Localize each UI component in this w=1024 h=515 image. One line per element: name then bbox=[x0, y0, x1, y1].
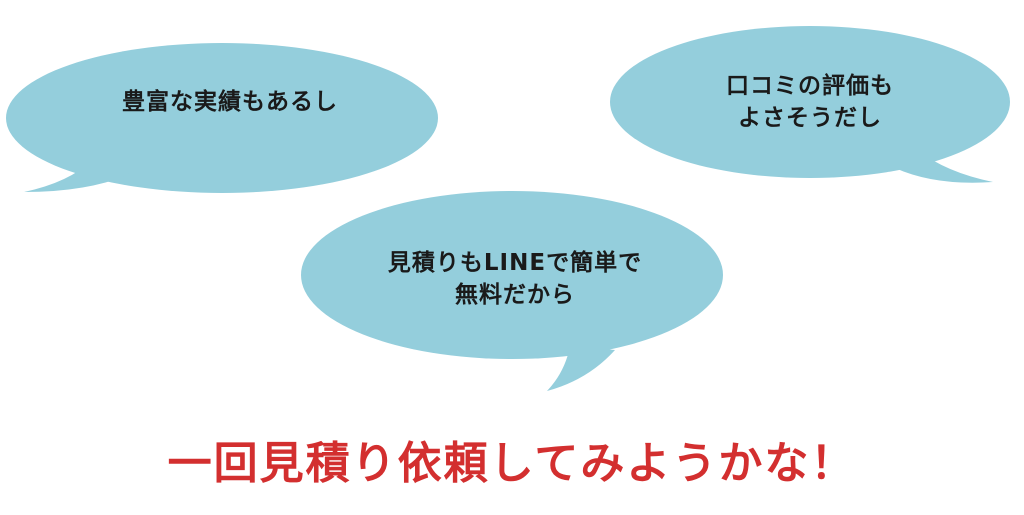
bubble-line: 無料だから bbox=[455, 282, 575, 308]
bubble-body bbox=[301, 191, 723, 359]
bubble-tail bbox=[24, 160, 130, 192]
bubble-line: 口コミの評価も bbox=[726, 73, 894, 99]
bubble-tail bbox=[895, 150, 993, 183]
speech-bubble-experience bbox=[6, 43, 438, 193]
headline: 一回見積り依頼してみようかな！ bbox=[167, 438, 857, 489]
bubble-line: 見積りもLINEで簡単で bbox=[387, 250, 643, 276]
bubble-body bbox=[6, 43, 438, 193]
bubble-line: 豊富な実績もあるし bbox=[122, 89, 338, 115]
bubble-tail bbox=[547, 346, 615, 391]
bubble-text-line-estimate: 見積りもLINEで簡単で 無料だから bbox=[340, 247, 690, 311]
bubble-text-reviews: 口コミの評価も よさそうだし bbox=[660, 70, 960, 134]
bubble-body bbox=[610, 26, 1010, 178]
speech-bubble-line-estimate bbox=[301, 191, 723, 391]
bubble-text-experience: 豊富な実績もあるし bbox=[60, 86, 400, 118]
speech-bubble-reviews bbox=[610, 26, 1010, 183]
bubble-line: よさそうだし bbox=[738, 105, 882, 131]
